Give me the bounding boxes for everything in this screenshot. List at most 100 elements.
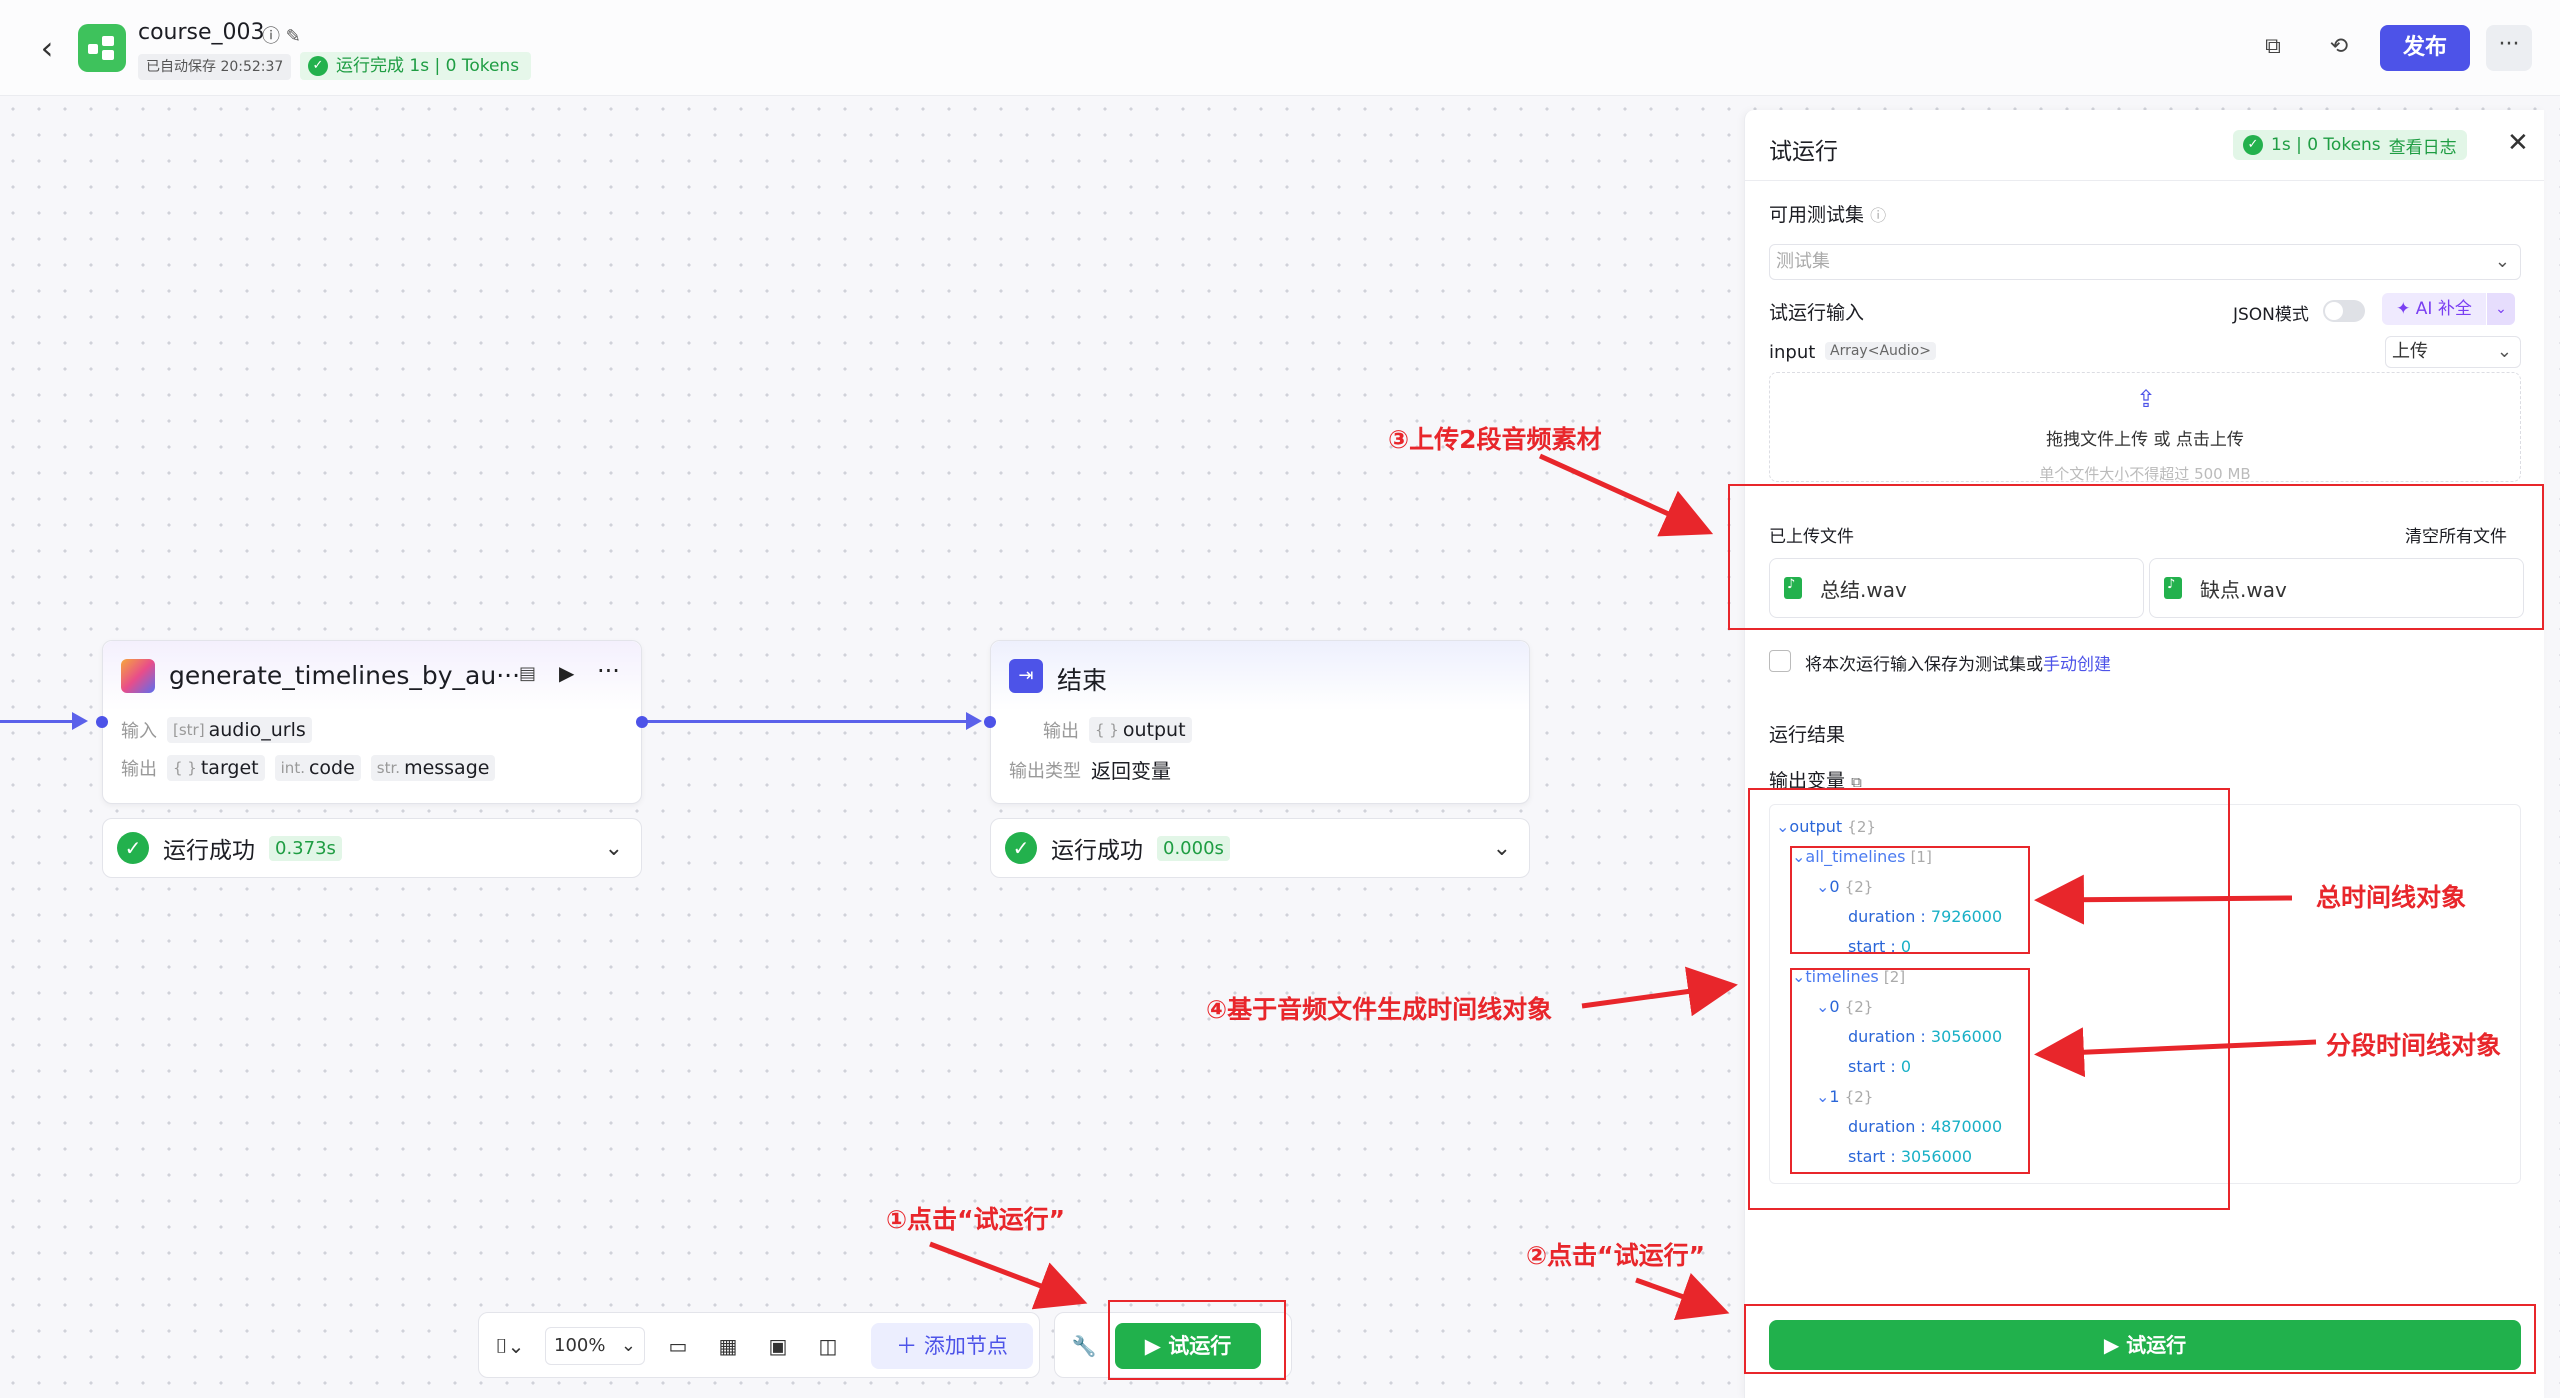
audio-file-icon — [1784, 577, 1802, 599]
output-label: 输出 — [121, 759, 157, 780]
more-button[interactable]: ··· — [2486, 25, 2532, 71]
back-icon[interactable]: ‹ — [40, 29, 54, 67]
test-set-label: 可用测试集 ⓘ — [1769, 204, 1887, 226]
node-a-output-port[interactable] — [636, 716, 648, 728]
annotation-box-run-big — [1744, 1304, 2536, 1374]
node-a-input-port[interactable] — [96, 716, 108, 728]
run-status-badge: ✓ 运行完成 1s | 0 Tokens — [300, 52, 532, 80]
run-toolbar: 🔧 ▶ 试运行 — [1054, 1312, 1292, 1378]
plugin-icon — [121, 659, 155, 693]
test-run-button[interactable]: ▶ 试运行 — [1115, 1323, 1261, 1369]
panel-title: 试运行 — [1769, 139, 1838, 165]
node-end[interactable]: ⇥ 结束 输出 { }output 输出类型 返回变量 — [990, 640, 1530, 804]
panel-test-run-button[interactable]: ▶ 试运行 — [1769, 1320, 2521, 1370]
output-tree[interactable]: ⌄output {2} ⌄all_timelines [1] ⌄0 {2} du… — [1769, 804, 2521, 1184]
json-mode-toggle[interactable] — [2323, 300, 2365, 322]
comment-icon[interactable]: ▭ — [668, 1334, 688, 1358]
output-vars-label: 输出变量 ⧉ — [1769, 770, 1862, 792]
app-title: course_003 — [138, 20, 265, 45]
history-icon[interactable]: ⟲ — [2329, 34, 2349, 59]
node-title: 结束 — [1057, 666, 1108, 695]
time-badge: 0.373s — [269, 835, 342, 861]
add-node-button[interactable]: ＋ 添加节点 — [871, 1323, 1033, 1369]
success-icon: ✓ — [117, 832, 149, 864]
node-title: generate_timelines_by_au··· — [169, 661, 521, 690]
output-chip: { }output — [1089, 717, 1192, 743]
info-icon[interactable]: ⓘ — [262, 26, 280, 47]
node-more-icon[interactable]: ··· — [597, 657, 620, 685]
annotation-segment-timeline: 分段时间线对象 — [2326, 1031, 2502, 1060]
test-set-select[interactable]: 测试集⌄ — [1769, 244, 2521, 280]
chevron-down-icon[interactable]: ⌄ — [1492, 835, 1511, 861]
ai-fill-button[interactable]: ✦ AI 补全 — [2382, 293, 2486, 325]
upload-hint: 拖拽文件上传 或 点击上传 — [2046, 430, 2244, 450]
edge-a-to-end — [642, 720, 972, 723]
edge-arrow-end — [966, 712, 982, 730]
chevron-down-icon: ⌄ — [2494, 251, 2510, 272]
output-chip-target: { }target — [167, 755, 265, 781]
annotation-step2: ②点击“试运行” — [1526, 1241, 1706, 1270]
audio-file-icon — [2164, 577, 2182, 599]
clear-all-button[interactable]: 清空所有文件 — [2405, 527, 2507, 547]
annotation-step4: ④基于音频文件生成时间线对象 — [1206, 995, 1553, 1024]
check-icon: ✓ — [2243, 135, 2263, 155]
publish-button[interactable]: 发布 — [2380, 25, 2470, 71]
ai-dropdown-icon[interactable]: ⌄ — [2487, 293, 2515, 325]
minimap-icon[interactable]: ◫ — [818, 1334, 838, 1358]
view-log-link[interactable]: 查看日志 — [2388, 137, 2457, 158]
file-card[interactable]: 总结.wav — [1769, 558, 2144, 618]
zoom-select[interactable]: 100%⌄ — [545, 1327, 645, 1365]
info-icon: ⓘ — [1870, 206, 1887, 225]
output-type-label: 输出类型 — [1009, 760, 1081, 782]
output-chip-code: int.code — [274, 755, 361, 781]
save-as-test-label: 将本次运行输入保存为测试集或手动创建 — [1805, 655, 2111, 675]
autosave-status: 已自动保存 20:52:37 — [138, 54, 292, 80]
close-icon[interactable]: ✕ — [2507, 128, 2529, 158]
node-end-input-port[interactable] — [984, 716, 996, 728]
annotation-step1: ①点击“试运行” — [886, 1205, 1066, 1234]
end-icon: ⇥ — [1009, 659, 1043, 693]
upload-limit: 单个文件大小不得超过 500 MB — [2039, 465, 2251, 482]
canvas-toolbar: ⌷⌄ 100%⌄ ▭ ▦ ▣ ◫ ＋ 添加节点 — [478, 1312, 1040, 1378]
save-as-test-checkbox[interactable] — [1769, 650, 1791, 672]
node-a-status[interactable]: ✓ 运行成功 0.373s ⌄ — [102, 818, 642, 878]
test-run-panel: 试运行 ✓ 1s | 0 Tokens 查看日志 ✕ 可用测试集 ⓘ 测试集⌄ … — [1744, 110, 2544, 1398]
chevron-down-icon[interactable]: ⌄ — [604, 835, 623, 861]
chevron-down-icon: ⌄ — [620, 1335, 636, 1356]
top-header: ‹ course_003 ⓘ ✎ 已自动保存 20:52:37 ✓ 运行完成 1… — [0, 0, 2560, 96]
run-result-badge: ✓ 1s | 0 Tokens 查看日志 — [2233, 130, 2467, 160]
file-card[interactable]: 缺点.wav — [2149, 558, 2524, 618]
run-input-label: 试运行输入 — [1769, 302, 1865, 324]
play-icon[interactable]: ▶ — [559, 661, 575, 685]
check-icon: ✓ — [308, 56, 328, 76]
edge-arrow-in — [72, 712, 88, 730]
input-name: input — [1769, 342, 1816, 363]
input-label: 输入 — [121, 721, 157, 742]
output-type-value: 返回变量 — [1091, 759, 1171, 783]
input-type-chip: Array<Audio> — [1825, 342, 1936, 360]
wrench-icon[interactable]: 🔧 — [1071, 1334, 1097, 1358]
manual-create-link[interactable]: 手动创建 — [2043, 655, 2111, 675]
results-label: 运行结果 — [1769, 724, 1846, 746]
upload-mode-select[interactable]: 上传⌄ — [2385, 336, 2521, 368]
annotation-box-output — [1748, 788, 2230, 1210]
edit-icon[interactable]: ✎ — [285, 26, 301, 47]
mouse-mode-icon[interactable]: ⌷⌄ — [495, 1334, 525, 1358]
time-badge: 0.000s — [1157, 835, 1230, 861]
copy-icon[interactable]: ⧉ — [2265, 34, 2281, 59]
json-mode-label: JSON模式 — [2233, 305, 2309, 325]
upload-dropzone[interactable]: ⇪ 拖拽文件上传 或 点击上传 单个文件大小不得超过 500 MB — [1769, 372, 2521, 482]
edge-incoming — [0, 720, 74, 723]
uploaded-files-label: 已上传文件 — [1769, 527, 1854, 547]
node-end-status[interactable]: ✓ 运行成功 0.000s ⌄ — [990, 818, 1530, 878]
chevron-down-icon: ⌄ — [2496, 341, 2512, 362]
grid-layout-icon[interactable]: ▦ — [718, 1334, 738, 1358]
copy-icon: ⧉ — [1851, 773, 1862, 791]
annotation-box-run-small — [1108, 1300, 1286, 1380]
node-generate-timelines[interactable]: generate_timelines_by_au··· ▤ ▶ ··· 输入 [… — [102, 640, 642, 804]
annotation-box-all-timelines — [1790, 846, 2030, 954]
app-logo — [78, 24, 126, 72]
annotation-box-timelines — [1790, 968, 2030, 1174]
debug-icon[interactable]: ▤ — [519, 663, 537, 684]
image-icon[interactable]: ▣ — [768, 1334, 788, 1358]
